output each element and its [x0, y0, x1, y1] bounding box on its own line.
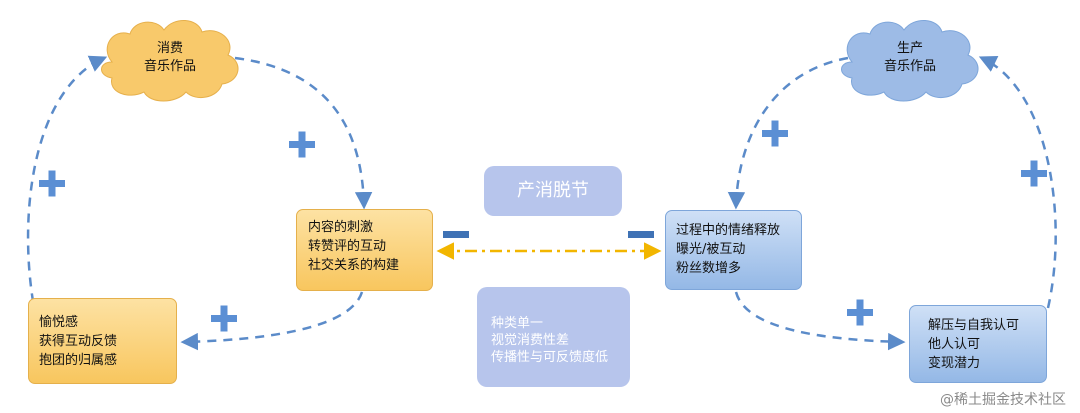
minus-icon-right	[628, 231, 654, 238]
problems-box-line-3: 传播性与可反馈度低	[491, 350, 609, 365]
arrow-pleasure-to-cloud	[26, 55, 108, 319]
arrow-cloud-to-content	[234, 56, 373, 210]
plus-icon-right-bottom	[847, 299, 873, 326]
content-box-line-1: 内容的刺激	[308, 220, 374, 235]
arrow-recognition-to-cloud	[978, 56, 1057, 309]
consume-cloud-shape	[101, 20, 239, 102]
release-box-line-3: 粉丝数增多	[676, 261, 742, 276]
recognition-box: 解压与自我认可 他人认可 变现潜力	[909, 305, 1047, 383]
problems-box: 种类单一 视觉消费性差 传播性与可反馈度低	[477, 287, 630, 387]
problems-box-line-1: 种类单一	[491, 316, 544, 331]
content-box-line-3: 社交关系的构建	[308, 258, 400, 273]
pleasure-box-line-2: 获得互动反馈	[39, 334, 118, 349]
arrow-cloud-to-release	[727, 56, 849, 210]
release-box-line-2: 曝光/被互动	[676, 242, 746, 257]
watermark: @稀土掘金技术社区	[940, 392, 1066, 408]
arrow-release-to-recognition	[734, 291, 906, 351]
produce-cloud-line-2: 音乐作品	[883, 59, 936, 74]
produce-cloud-label: 生产 音乐作品	[870, 40, 950, 76]
release-box-line-1: 过程中的情绪释放	[676, 223, 781, 238]
content-box-line-2: 转赞评的互动	[308, 239, 387, 254]
consume-cloud-line-1: 消费	[156, 41, 183, 56]
recognition-box-line-3: 变现潜力	[928, 356, 981, 371]
plus-icon-left-side	[39, 170, 65, 197]
content-stimulus-box: 内容的刺激 转赞评的互动 社交关系的构建	[296, 209, 433, 291]
plus-icon-left-top	[289, 131, 315, 158]
plus-icon-left-bottom	[211, 305, 237, 332]
decoupling-box-label: 产消脱节	[517, 180, 589, 201]
recognition-box-line-2: 他人认可	[928, 337, 981, 352]
pleasure-box-line-3: 抱团的归属感	[39, 353, 118, 368]
plus-icon-right-top	[762, 120, 788, 147]
decoupling-box: 产消脱节	[484, 166, 622, 216]
consume-cloud-line-2: 音乐作品	[143, 59, 196, 74]
recognition-box-line-1: 解压与自我认可	[928, 318, 1020, 333]
plus-icon-right-side	[1021, 160, 1047, 187]
emotion-release-box: 过程中的情绪释放 曝光/被互动 粉丝数增多	[665, 210, 802, 290]
pleasure-box-line-1: 愉悦感	[39, 315, 79, 330]
arrow-content-to-pleasure	[180, 291, 364, 351]
pleasure-box: 愉悦感 获得互动反馈 抱团的归属感	[28, 298, 177, 384]
problems-box-line-2: 视觉消费性差	[491, 333, 570, 348]
produce-cloud-line-1: 生产	[896, 41, 923, 56]
minus-icon-left	[443, 231, 469, 238]
consume-cloud-label: 消费 音乐作品	[130, 40, 210, 76]
produce-cloud-shape	[841, 20, 979, 102]
